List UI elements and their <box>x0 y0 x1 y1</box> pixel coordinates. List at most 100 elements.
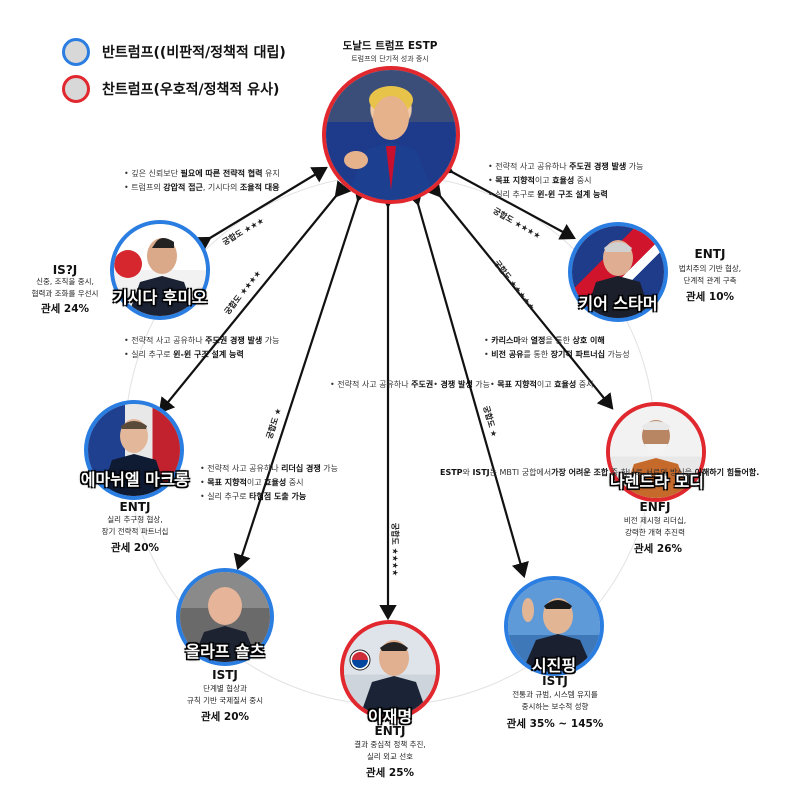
note-line: ESTP와 ISTJ는 MBTI 궁합에서 <box>440 468 551 477</box>
arrow-starmer <box>436 157 576 240</box>
note-kishida: • 깊은 신뢰보단 필요에 따른 전략적 협력 유지 • 트럼프의 강압적 접근,… <box>124 167 280 195</box>
starmer-mbti: ENTJ <box>694 247 726 261</box>
note-fragment: 주도권 경쟁 발생 <box>569 162 627 171</box>
note-fragment: 와 <box>462 468 473 477</box>
note-fragment: 와 <box>520 336 531 345</box>
note-line: • 경쟁 발생 가능 <box>433 380 490 389</box>
note-fragment: 타협점 도출 가능 <box>249 492 307 501</box>
note-fragment: 트럼프의 <box>131 183 164 192</box>
note-fragment: 이고 <box>246 478 265 487</box>
note-fragment: 전략적 사고 공유하나 <box>207 464 282 473</box>
note-fragment: 목표 지향적 <box>207 478 247 487</box>
note-line: • 전략적 사고 공유하나 주도권 경쟁 발생 가능 <box>124 336 280 345</box>
xi-portrait <box>504 576 604 676</box>
note-fragment: 주도권 <box>411 380 434 389</box>
note-fragment: , 기시다의 <box>202 183 240 192</box>
person-silhouette <box>522 598 594 672</box>
scholz-tariff: 관세 20% <box>200 711 250 723</box>
kishida-desc-2: 협력과 조화를 우선시 <box>31 289 99 298</box>
note-fragment: 중시 <box>574 176 592 185</box>
modi-name: 나렌드라 모디 <box>610 472 704 491</box>
note-fragment: 윈-윈 구조 설계 능력 <box>173 350 244 359</box>
note-fragment: 상호 이해 <box>572 336 605 345</box>
note-fragment: 가능성 <box>604 350 630 359</box>
note-fragment: ISTJ <box>472 468 490 477</box>
note-fragment: 목표 지향적 <box>495 176 535 185</box>
note-fragment: 가능 <box>262 336 280 345</box>
starmer-tariff: 관세 10% <box>685 291 735 303</box>
trump-portrait <box>322 66 460 204</box>
starmer-name: 키어 스타머 <box>578 294 658 313</box>
legend-red-dot <box>62 75 90 103</box>
lee-desc-1: 결과 중심적 정책 추진, <box>354 740 426 749</box>
note-fragment: 실리 추구로 <box>495 190 538 199</box>
note-line: • 실리 추구로 윈-윈 구조 설계 능력 <box>488 190 608 199</box>
modi-desc-2: 강력한 개혁 추진력 <box>625 528 685 537</box>
note-line: • 전략적 사고 공유하나 주도권 <box>330 380 434 389</box>
modi-portrait <box>606 402 706 502</box>
modi-tariff: 관세 26% <box>633 543 683 555</box>
xi-desc-2: 중시하는 보수적 성향 <box>521 702 589 711</box>
note-fragment: 전략적 사고 공유하나 <box>495 162 570 171</box>
note-modi: • 카리스마와 열정을 통한 상호 이해 • 비전 공유를 통한 장기적 파트너십… <box>484 334 630 362</box>
starmer-portrait <box>568 222 668 322</box>
starmer-desc-2: 단계적 관계 구축 <box>683 276 737 285</box>
center-subtitle: 트럼프의 단기적 성과 중시 <box>351 55 429 63</box>
modi-desc-1: 비전 제시형 리더십, <box>623 516 687 525</box>
note-fragment: 전략적 사고 공유하나 <box>337 380 412 389</box>
lee-name: 이재명 <box>367 707 413 726</box>
note-fragment: 이고 <box>534 176 553 185</box>
note-line: • 카리스마와 열정을 통한 상호 이해 <box>484 336 605 345</box>
note-line: • 전략적 사고 공유하나 주도권 경쟁 발생 가능 <box>488 162 644 171</box>
note-fragment: 윈-윈 구조 설계 능력 <box>537 190 608 199</box>
note-fragment: 가능 <box>320 464 338 473</box>
note-fragment: 서로의 방식을 <box>645 468 695 477</box>
note-starmer: • 전략적 사고 공유하나 주도권 경쟁 발생 가능 • 목표 지향적이고 효율성… <box>488 160 644 202</box>
note-fragment: 효율성 <box>552 176 575 185</box>
note-line: • 트럼프의 강압적 접근, 기시다의 조율적 대응 <box>124 183 280 192</box>
note-fragment: 주도권 경쟁 발생 <box>205 336 263 345</box>
note-line: 서로의 방식을 이해하기 힘들어함. <box>645 468 759 477</box>
note-fragment: ESTP <box>440 468 463 477</box>
note-line: • 비전 공유를 통한 장기적 파트너십 가능성 <box>484 350 630 359</box>
arrow-scholz <box>233 184 371 571</box>
note-fragment: 조율적 대응 <box>239 183 280 192</box>
note-fragment: 열정 <box>530 336 546 345</box>
kishida-desc-1: 신중, 조직을 중시, <box>36 277 94 286</box>
kishida-tariff: 관세 24% <box>40 303 90 315</box>
macron-portrait <box>84 400 184 500</box>
note-fragment: 가장 어려운 조합 <box>551 468 609 477</box>
note-fragment: 가능 <box>626 162 644 171</box>
legend-blue-dot <box>62 38 90 66</box>
note-macron: • 전략적 사고 공유하나 주도권 경쟁 발생 가능• 실리 추구로 윈-윈 구… <box>124 334 280 362</box>
note-line: • 목표 지향적이고 효율성 중시 <box>488 176 592 185</box>
person-silhouette <box>584 240 652 318</box>
person-silhouette <box>622 420 690 498</box>
note-fragment: 목표 지향적 <box>497 380 537 389</box>
note-fragment: 실리 추구로 <box>207 492 250 501</box>
note-line: • 깊은 신뢰보단 필요에 따른 전략적 협력 유지 <box>124 169 280 178</box>
person-silhouette <box>344 86 436 200</box>
xi-tariff: 관세 35% ~ 145% <box>506 718 604 730</box>
note-line: • 전략적 사고 공유하나 리더십 경쟁 가능 <box>200 464 338 473</box>
scholz-mbti: ISTJ <box>212 668 238 682</box>
kishida-name: 기시다 후미오 <box>113 288 207 307</box>
macron-mbti: ENTJ <box>119 500 151 514</box>
note-fragment: 중 하나로, <box>608 468 646 477</box>
note-fragment: 경쟁 발생 <box>440 380 473 389</box>
compat-lee: 궁합도 ★★★★ <box>390 522 400 577</box>
note-fragment: 유지 <box>262 169 280 178</box>
legend-item-anti: 반트럼프((비판적/정책적 대립) <box>62 38 286 66</box>
legend-item-pro: 찬트럼프(우호적/정책적 유사) <box>62 75 279 103</box>
note-line: • 목표 지향적이고 효율성 중시 <box>200 478 304 487</box>
lee-mbti: ENTJ <box>374 724 406 738</box>
macron-tariff: 관세 20% <box>110 542 160 554</box>
note-fragment: 깊은 신뢰보단 <box>131 169 181 178</box>
person-silhouette <box>349 640 428 716</box>
person-silhouette <box>192 587 258 662</box>
scholz-desc-2: 규칙 기반 국제질서 중시 <box>186 696 264 705</box>
note-scholz: • 전략적 사고 공유하나 리더십 경쟁 가능 • 목표 지향적이고 효율성 중시… <box>200 462 338 504</box>
note-fragment: 는 MBTI 궁합에서 <box>489 468 552 477</box>
macron-name: 에마뉘엘 마크롱 <box>80 470 190 489</box>
scholz-name: 올라프 숄츠 <box>185 642 265 661</box>
